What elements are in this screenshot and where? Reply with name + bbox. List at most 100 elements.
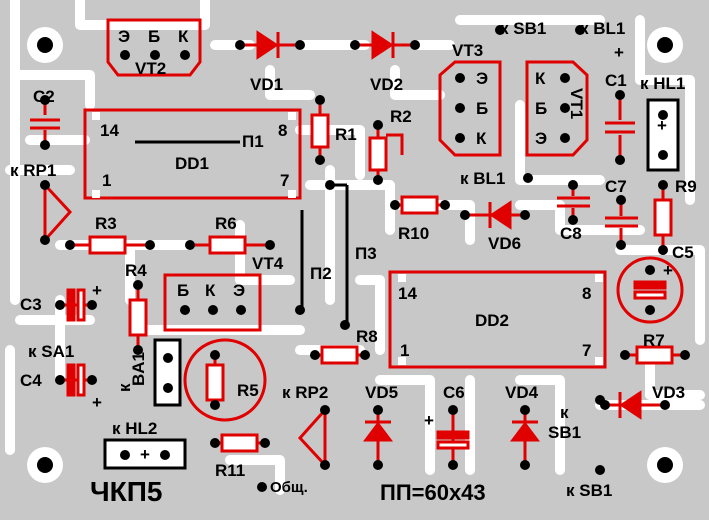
rp1-symbol: [43, 181, 73, 244]
c1-plus-sign: +: [614, 43, 624, 62]
c3-body: [66, 288, 76, 322]
r9-label: R9: [675, 177, 697, 196]
vt3-pin-k: К: [476, 129, 487, 148]
c5-outline: [616, 256, 684, 324]
c3-label: C3: [20, 295, 42, 314]
dd1-pin-8: 8: [278, 121, 288, 140]
r10-label: R10: [398, 224, 430, 243]
vt2-pin-e: Э: [118, 27, 131, 46]
vd3-symbol: [619, 390, 642, 420]
vt3-outline: [438, 60, 502, 157]
vt2-label: VT2: [135, 59, 167, 78]
hl1-plus-sign: +: [657, 116, 667, 135]
solder-pads: [40, 25, 690, 492]
hl2-connector: [103, 438, 187, 470]
ba1-label: BA1: [129, 351, 148, 386]
r1-label: R1: [335, 125, 357, 144]
r6-body: [208, 235, 247, 255]
rp1-label: к RP1: [10, 161, 57, 180]
bl1-mid-label: к BL1: [460, 169, 506, 188]
sb1-top-label: к SB1: [500, 19, 547, 38]
vd4-symbol: [510, 421, 540, 442]
vd1-label: VD1: [250, 75, 284, 94]
jumper-p2-label: П2: [310, 264, 332, 283]
vt1-pin-b: Б: [535, 99, 548, 118]
vd2-symbol: [371, 30, 394, 60]
vd4-label: VD4: [505, 383, 539, 402]
sb1-bottom-label: к SB1: [566, 481, 613, 500]
r7-body: [635, 345, 674, 365]
vt3-pin-b: Б: [476, 99, 489, 118]
dd2-label: DD2: [475, 311, 510, 330]
r7-label: R7: [643, 331, 665, 350]
hl1-label: к HL1: [640, 74, 686, 93]
vd3-label: VD3: [652, 383, 686, 402]
c4-label: C4: [20, 371, 42, 390]
sb1-mid-k: к: [560, 403, 569, 422]
copper-traces: [5, 0, 705, 495]
vt1-pin-k: К: [535, 69, 546, 88]
dd1-outline: [83, 108, 302, 200]
vt1-label: VT1: [567, 88, 586, 120]
bl1-top-label: к BL1: [580, 19, 626, 38]
dd1-pin-1: 1: [102, 171, 112, 190]
r10-body: [400, 195, 439, 215]
c6-label: C6: [443, 383, 465, 402]
vd6-symbol: [489, 200, 512, 230]
r5-label: R5: [237, 381, 259, 400]
c1-label: C1: [605, 71, 627, 90]
r6-label: R6: [215, 214, 237, 233]
c4-body: [66, 363, 76, 397]
ba1-connector: [153, 338, 182, 407]
vt3-label: VT3: [452, 41, 484, 60]
vd5-label: VD5: [365, 383, 399, 402]
vt4-outline: [163, 273, 262, 332]
dd2-pin-14: 14: [398, 284, 417, 303]
hl2-label: к HL2: [112, 419, 158, 438]
r4-label: R4: [125, 261, 147, 280]
vd2-label: VD2: [370, 75, 404, 94]
rp2-symbol: [297, 406, 327, 469]
r8-label: R8: [356, 327, 378, 346]
c7-label: C7: [605, 177, 627, 196]
dd2-pin-1: 1: [400, 341, 410, 360]
mounting-holes: [27, 27, 683, 483]
sb1-mid-label: SB1: [548, 423, 582, 442]
rp2-label: к RP2: [282, 383, 329, 402]
r2-label: R2: [390, 107, 412, 126]
vt4-pin-e: Э: [233, 281, 246, 300]
r9-body: [653, 198, 673, 237]
board-size-label: ПП=60х43: [380, 480, 486, 505]
common-ground-label: Общ.: [270, 479, 308, 496]
c2-label: C2: [33, 87, 55, 106]
vt1-pin-e: Э: [535, 129, 548, 148]
dd2-pin-7: 7: [582, 341, 592, 360]
vt3-pin-e: Э: [476, 69, 489, 88]
vt2-outline: [106, 18, 202, 77]
dd2-outline: [388, 270, 607, 369]
r2-body: [368, 136, 388, 172]
r8-body: [320, 345, 359, 365]
jumper-p3-label: П3: [355, 244, 377, 263]
c6-plus-sign: +: [424, 411, 434, 430]
vt4-pin-b: Б: [177, 281, 190, 300]
r1-body: [310, 113, 330, 149]
vd6-label: VD6: [488, 234, 522, 253]
dd2-pin-8: 8: [582, 284, 592, 303]
vt2-pin-k: К: [178, 27, 189, 46]
sa1-label: к SA1: [28, 342, 75, 361]
c6-body: [436, 430, 470, 440]
silkscreen: [30, 18, 685, 470]
c8-label: C8: [560, 224, 582, 243]
hl2-plus-sign: +: [140, 445, 150, 464]
c5-plus-sign: +: [663, 261, 673, 280]
jumper-wires: [135, 140, 349, 325]
jumper-p1-label: П1: [242, 132, 264, 151]
board-title: ЧКП5: [90, 476, 163, 507]
vt1-outline: [525, 60, 589, 157]
r5-body: [205, 363, 225, 402]
r3-body: [88, 235, 127, 255]
r11-body: [220, 433, 259, 453]
